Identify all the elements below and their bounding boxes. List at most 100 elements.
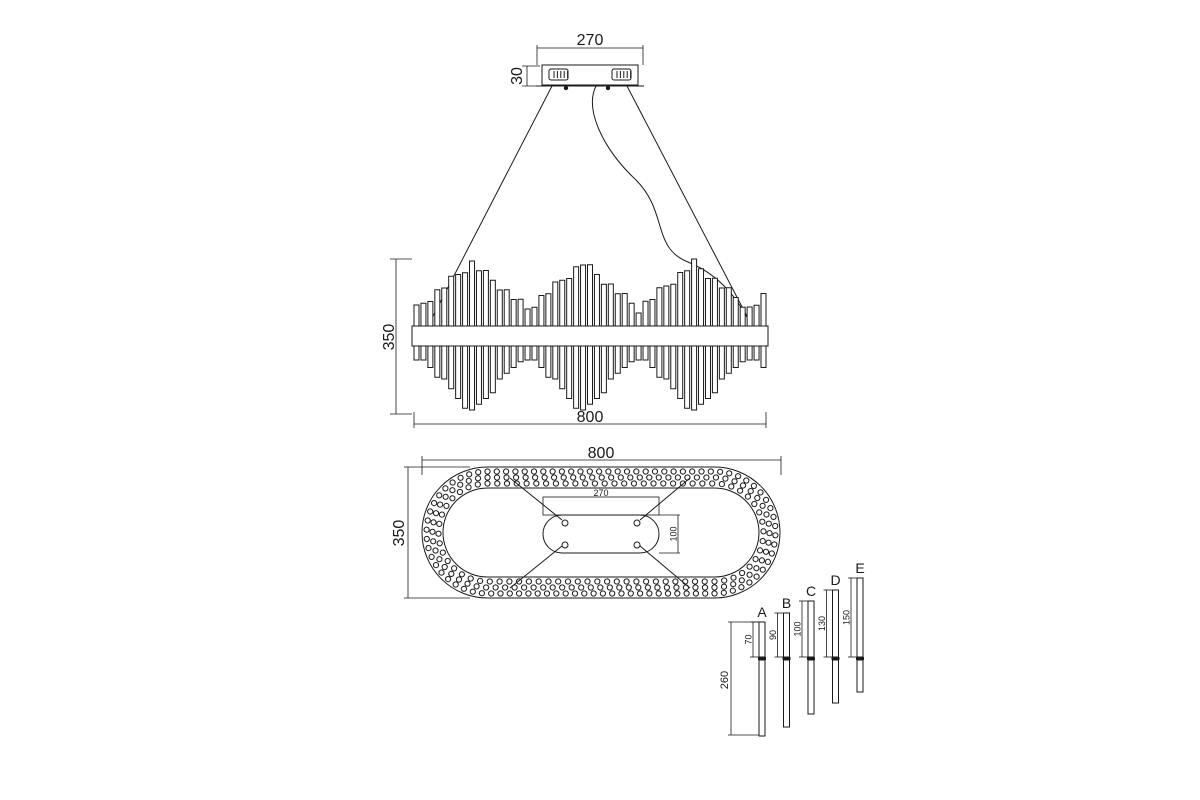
crystal-bead xyxy=(478,590,485,597)
crystal-rod-upper xyxy=(621,293,628,327)
crystal-bead xyxy=(754,494,761,502)
crystal-rod-upper xyxy=(580,264,587,327)
plate-width-dim xyxy=(542,496,660,516)
crystal-bead xyxy=(464,580,471,587)
crystal-bead xyxy=(494,480,501,487)
crystal-bead xyxy=(623,468,631,475)
crystal-bead xyxy=(469,588,476,595)
crystal-bead xyxy=(456,488,463,496)
crystal-bead xyxy=(532,474,539,481)
crystal-bead xyxy=(661,468,668,475)
crystal-bead xyxy=(465,484,472,491)
crystal-rod-upper xyxy=(746,306,753,327)
crystal-rod-lower xyxy=(517,345,524,363)
crystal-bead xyxy=(429,528,436,535)
crystal-bead xyxy=(644,584,652,591)
crystal-bead xyxy=(635,584,642,591)
crystal-bead xyxy=(545,578,552,585)
crystal-bead xyxy=(577,468,584,475)
crystal-bead xyxy=(591,480,599,487)
crystal-bead xyxy=(452,581,459,588)
crystal-rod-lower xyxy=(614,345,621,374)
outer-oval xyxy=(421,466,781,599)
crystal-bead xyxy=(651,468,659,475)
crystal-bead xyxy=(643,578,650,585)
crystal-rod-upper xyxy=(670,283,677,327)
crystal-bead xyxy=(442,485,449,492)
crystal-rod-upper xyxy=(531,306,538,327)
plate-width-label: 270 xyxy=(593,488,608,498)
crystal-bead xyxy=(762,548,770,555)
crystal-bead xyxy=(553,590,560,597)
crystal-bead xyxy=(474,481,481,488)
crystal-bead xyxy=(655,474,662,481)
crystal-rod-lower xyxy=(628,345,635,363)
crystal-bead xyxy=(444,557,451,565)
crystal-rod-lower xyxy=(489,345,496,394)
crystal-bead xyxy=(753,565,760,572)
crystal-bead xyxy=(729,587,736,594)
crystal-bead xyxy=(540,468,547,475)
crystal-bead xyxy=(552,480,560,487)
crystal-bead xyxy=(608,474,615,481)
crystal-rod-lower xyxy=(746,345,753,361)
crystal-bead xyxy=(541,474,548,481)
crystal-bead xyxy=(506,590,513,597)
crystal-bead xyxy=(757,489,764,496)
crystal-rod-upper xyxy=(434,289,441,327)
crystal-bead xyxy=(746,571,753,578)
crystal-rods-lower xyxy=(413,345,767,411)
crystal-bead xyxy=(425,545,432,552)
crystal-rod-lower xyxy=(649,345,656,368)
crystal-rod-upper xyxy=(704,278,711,327)
crystal-bead xyxy=(623,578,630,585)
crystal-rod-lower xyxy=(538,345,545,368)
crystal-rod-upper xyxy=(420,302,427,327)
crystal-bead xyxy=(436,492,443,499)
crystal-bead xyxy=(599,590,607,597)
crystal-rod-upper xyxy=(753,304,760,327)
crystal-bead xyxy=(689,480,696,487)
crystal-rod-lower xyxy=(441,345,448,380)
crystal-bead xyxy=(574,578,581,585)
top-view: 800 350 270 100 xyxy=(391,445,782,599)
crystal-rod-upper xyxy=(587,264,593,327)
crystal-rod-upper xyxy=(413,304,420,327)
crystal-bead xyxy=(570,474,577,481)
crystal-bead xyxy=(589,474,596,481)
crystal-bead xyxy=(441,563,448,571)
crystal-bead xyxy=(746,563,753,570)
crystal-bead xyxy=(486,578,493,585)
crystal-rod-upper xyxy=(739,306,746,327)
crystal-rod-lower xyxy=(455,345,462,399)
crystal-rod-lower xyxy=(635,345,642,361)
crystal-bead xyxy=(460,585,467,592)
crystal-bead xyxy=(503,480,511,487)
crystal-bead xyxy=(730,581,737,588)
crystal-bead xyxy=(752,556,759,563)
crystal-bead xyxy=(551,474,558,481)
crystal-bead xyxy=(496,578,503,585)
crystal-bead xyxy=(640,480,647,487)
crystal-bead xyxy=(549,468,556,475)
crystal-bead xyxy=(689,468,696,475)
crystal-bead xyxy=(448,570,455,578)
crystal-bead xyxy=(521,584,528,591)
crystal-bead xyxy=(636,474,643,481)
crystal-rod-upper xyxy=(698,268,705,327)
crystal-bead xyxy=(590,590,597,597)
crystal-rod-lower xyxy=(607,345,614,380)
plate-height-label: 100 xyxy=(668,526,678,541)
rod-stem xyxy=(783,659,790,728)
crystal-bead xyxy=(764,558,772,566)
crystal-bead xyxy=(633,468,640,475)
crystal-rod-lower xyxy=(642,345,649,361)
crystal-rod-upper xyxy=(441,287,448,327)
rod-dim-label: 150 xyxy=(841,610,851,625)
front-width-label: 800 xyxy=(577,409,604,426)
crystal-bead xyxy=(465,477,472,484)
crystal-bead xyxy=(679,468,687,475)
crystal-rod-lower xyxy=(580,345,587,411)
